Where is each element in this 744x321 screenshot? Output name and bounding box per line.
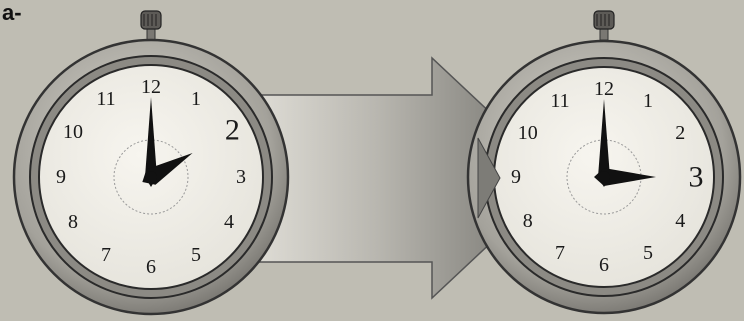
clock-right-numeral: 6 [599,254,609,276]
clock-right-numeral: 4 [675,210,685,232]
clock-left-numeral: 8 [68,211,78,233]
clock-left-numeral: 1 [191,88,201,110]
clock-left-hub [145,171,157,183]
clock-right-numeral: 10 [518,122,538,144]
clock-left-numeral: 9 [56,166,66,188]
clock-right-numeral: 2 [675,122,685,144]
crown-left [141,11,161,40]
clock-left-numeral: 5 [191,244,201,266]
clock-left-numeral: 6 [146,256,156,278]
clock-left-numeral: 11 [96,88,115,110]
clock-left-numeral: 12 [141,76,161,98]
clock-right-numeral: 8 [523,210,533,232]
clock-left-numeral: 3 [236,166,246,188]
clock-left-numeral: 2 [225,114,240,147]
clock-right-numeral: 3 [689,161,704,194]
clock-right-hub [598,171,610,183]
clock-right-numeral: 7 [555,242,565,264]
clock-left-numeral: 7 [101,244,111,266]
crown-right [594,11,614,40]
clock-right-numeral: 12 [594,78,614,100]
clock-right-numeral: 1 [643,90,653,112]
clock-left-numeral: 4 [224,211,234,233]
clock-left-numeral: 10 [63,121,83,143]
clock-right-numeral: 9 [511,166,521,188]
clock-right-numeral: 11 [550,90,569,112]
clock-right-numeral: 5 [643,242,653,264]
